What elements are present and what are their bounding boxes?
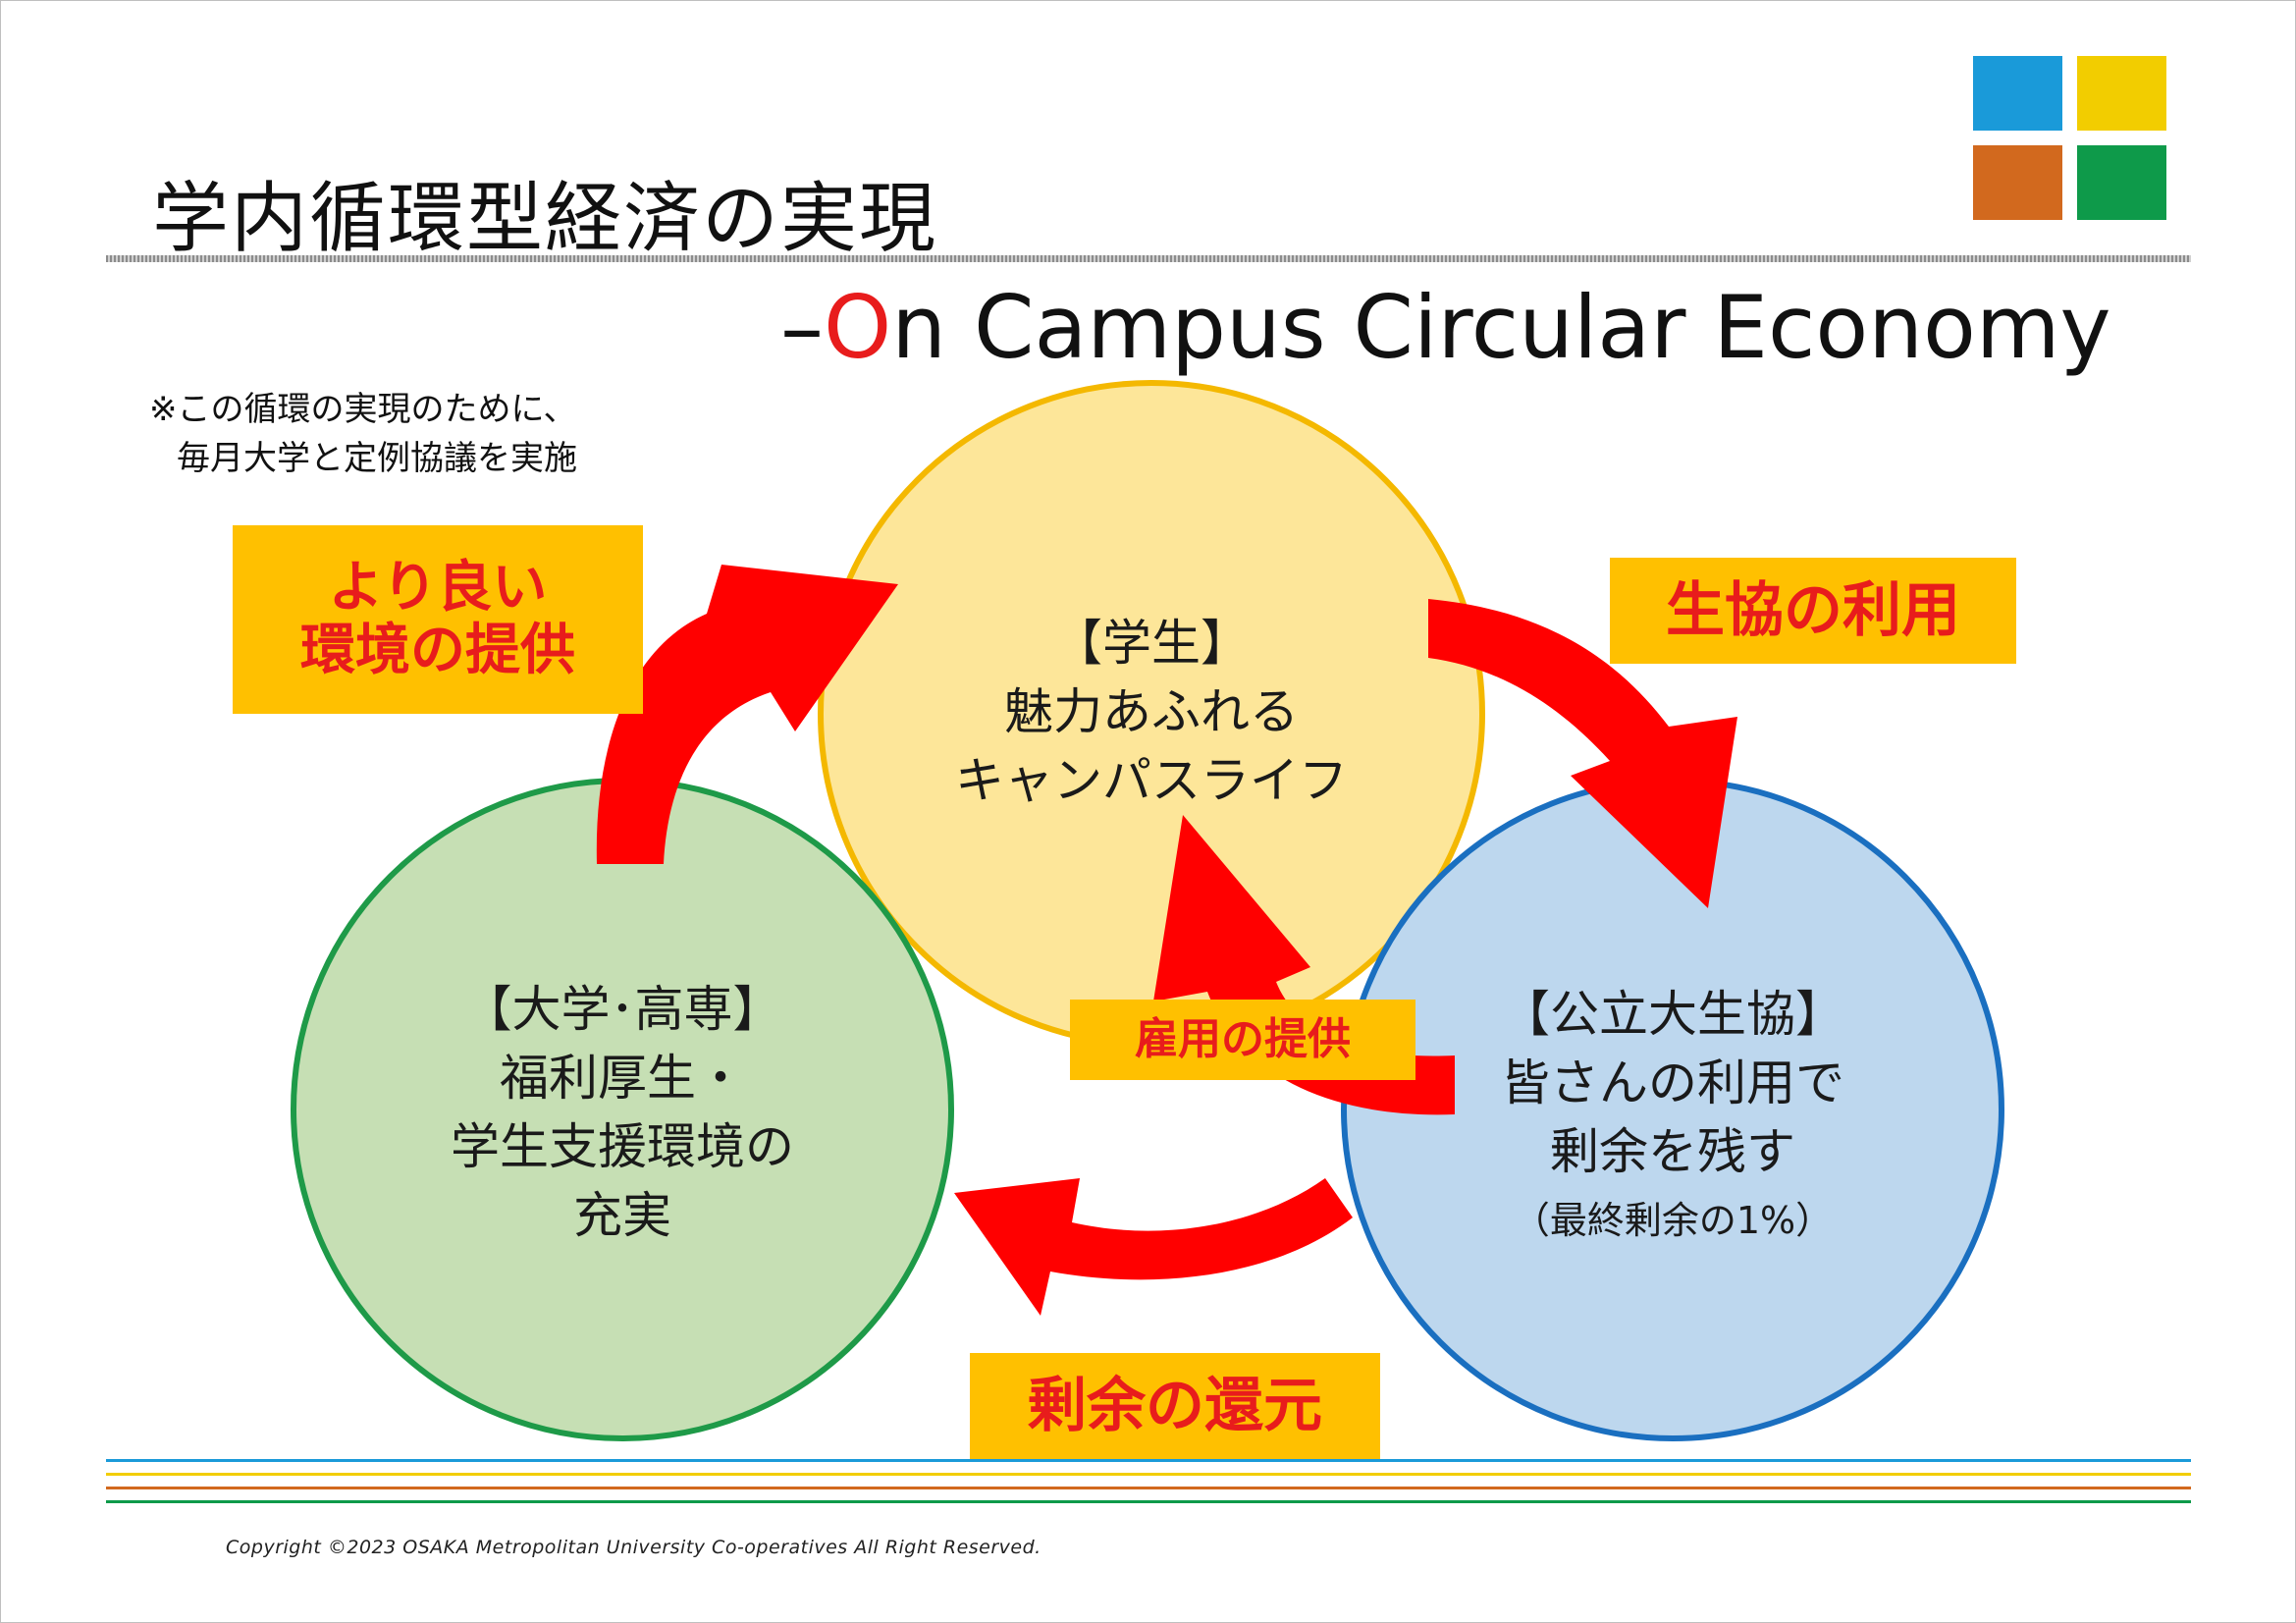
arrow-coop-use <box>1428 599 1737 908</box>
bottom-line-green <box>106 1500 2191 1503</box>
university-line-2: 学生支援環境の <box>451 1118 794 1175</box>
copyright: Copyright ©2023 OSAKA Metropolitan Unive… <box>226 1537 1041 1558</box>
student-node-text: 【学生】 魅力あふれる キャンパスライフ <box>955 609 1348 815</box>
coop-line-3: （最終剰余の1%） <box>1512 1199 1834 1242</box>
note-line-2: 毎月大学と定例協議を実施 <box>177 439 577 478</box>
title-divider <box>106 255 2191 262</box>
student-line-2: キャンパスライフ <box>955 752 1348 809</box>
arrow-employment <box>1153 815 1455 1115</box>
student-line-1: 魅力あふれる <box>1004 683 1299 740</box>
note: ※この循環の実現のために、 毎月大学と定例協議を実施 <box>149 385 577 483</box>
arrow-better-environment <box>596 565 898 864</box>
bottom-line-orange <box>106 1487 2191 1489</box>
logo-square-green <box>2077 145 2166 220</box>
label-employment: 雇用の提供 <box>1070 1000 1415 1080</box>
university-heading: 【大学･高専】 <box>462 981 782 1038</box>
logo-square-blue <box>1973 56 2062 131</box>
coop-node-text: 【公立大生協】 皆さんの利用で 剰余を残す （最終剰余の1%） <box>1501 980 1844 1255</box>
coop-heading: 【公立大生協】 <box>1501 986 1844 1043</box>
label-better-environment-line-2: 環境の提供 <box>300 619 575 682</box>
subtitle-o: O <box>824 277 892 378</box>
coop-line-2: 剰余を残す <box>1550 1123 1795 1180</box>
student-heading: 【学生】 <box>1053 615 1250 672</box>
page-subtitle: –On Campus Circular Economy <box>780 277 2111 378</box>
university-node-text: 【大学･高専】 福利厚生・ 学生支援環境の 充実 <box>451 975 794 1250</box>
label-better-environment: より良い 環境の提供 <box>233 525 643 714</box>
page-title: 学内循環型経済の実現 <box>152 175 938 263</box>
bottom-line-yellow <box>106 1473 2191 1476</box>
bottom-line-blue <box>106 1459 2191 1462</box>
logo-square-orange <box>1973 145 2062 220</box>
coop-line-1: 皆さんの利用で <box>1501 1055 1844 1111</box>
university-line-1: 福利厚生・ <box>500 1050 745 1107</box>
subtitle-rest: n Campus Circular Economy <box>891 277 2111 378</box>
logo-square-yellow <box>2077 56 2166 131</box>
label-better-environment-line-1: より良い <box>328 555 548 620</box>
arrow-return-surplus <box>954 1178 1353 1316</box>
label-return-surplus: 剰余の還元 <box>970 1353 1380 1459</box>
subtitle-dash: – <box>780 277 824 378</box>
note-line-1: ※この循環の実現のために、 <box>149 390 577 429</box>
label-coop-use: 生協の利用 <box>1610 558 2016 664</box>
university-line-3: 充実 <box>573 1187 671 1244</box>
